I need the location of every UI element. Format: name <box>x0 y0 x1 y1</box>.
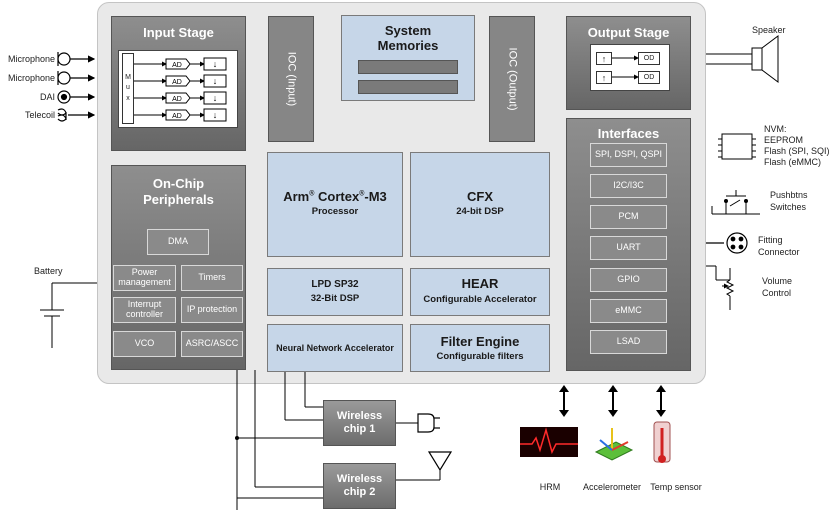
mux-letter: x <box>126 94 130 102</box>
telecoil-label: Telecoil <box>25 110 55 120</box>
memory-bank <box>358 60 458 74</box>
up-arrow-icon: ↑ <box>596 52 612 65</box>
interfaces-title: Interfaces <box>597 126 660 141</box>
cfx-block: CFX 24-bit DSP <box>410 152 550 257</box>
ip-protection-block: IP protection <box>181 297 243 323</box>
interface-item-lsad: LSAD <box>590 330 667 354</box>
microphone-icon <box>57 52 71 66</box>
speaker-icon <box>706 35 779 83</box>
interface-item-uart: UART <box>590 236 667 260</box>
input-stage-title: Input Stage <box>143 25 214 40</box>
wireless-wiring <box>236 370 441 510</box>
nvm-chip-icon <box>718 133 756 160</box>
dai-label: DAI <box>40 92 55 102</box>
system-memories-title: System Memories <box>377 23 439 53</box>
fitting-connector-icon <box>706 232 748 254</box>
interface-item-spi: SPI, DSPI, QSPI <box>590 143 667 167</box>
filter-engine-title: Filter Engine <box>440 334 520 349</box>
hear-subtitle: Configurable Accelerator <box>423 294 537 305</box>
battery-label: Battery <box>34 266 63 276</box>
interface-item-i2c: I2C/I3C <box>590 174 667 198</box>
ad-label: AD <box>172 79 182 86</box>
down-arrow-icon: ↓ <box>213 59 218 69</box>
interrupt-controller-block: Interrupt controller <box>113 297 176 323</box>
hrm-icon <box>520 427 578 457</box>
mux-block: M u x <box>122 53 134 124</box>
ad-label: AD <box>172 113 182 120</box>
output-stage-block: Output Stage <box>566 16 691 110</box>
ad-label: AD <box>172 62 182 69</box>
cfx-title: CFX <box>467 189 493 204</box>
power-management-block: Power management <box>113 265 176 291</box>
fitting-label: Connector <box>758 247 800 257</box>
input-devices <box>57 52 96 122</box>
interface-item-pcm: PCM <box>590 205 667 229</box>
mux-letter: u <box>126 84 130 92</box>
nvm-label: EEPROM <box>764 135 803 145</box>
peripherals-title: On-Chip Peripherals <box>143 176 214 208</box>
volume-control-icon <box>706 265 735 310</box>
lpdsp32-subtitle: 32-Bit DSP <box>310 293 360 304</box>
ioc-output-block: IOC (Output) <box>489 16 535 142</box>
lpdsp32-title: LPD SP32 <box>311 279 359 290</box>
interface-item-emmc: eMMC <box>590 299 667 323</box>
down-arrow-icon: ↓ <box>213 93 218 103</box>
microphone-label: Microphone <box>8 54 55 64</box>
connector-icon <box>417 413 440 433</box>
microphone-icon <box>57 71 71 85</box>
ioc-input-block: IOC (Input) <box>268 16 314 142</box>
ad-label: AD <box>172 96 182 103</box>
nvm-label: Flash (SPI, SQI) <box>764 146 830 156</box>
lpdsp32-block: LPD SP32 32-Bit DSP <box>267 268 403 316</box>
down-arrow-icon: ↓ <box>213 76 218 86</box>
pushbtns-label: Pushbtns <box>770 190 808 200</box>
output-stage-title: Output Stage <box>587 25 670 40</box>
nna-title: Neural Network Accelerator <box>276 343 394 353</box>
timers-block: Timers <box>181 265 243 291</box>
arm-cortex-title: Arm® Cortex®-M3 <box>283 189 387 204</box>
speaker-label: Speaker <box>752 25 786 35</box>
cfx-subtitle: 24-bit DSP <box>456 206 504 217</box>
down-arrow-icon: ↓ <box>213 110 218 120</box>
up-arrow-icon: ↑ <box>596 71 612 84</box>
memory-bank <box>358 80 458 94</box>
antenna-icon <box>427 451 453 472</box>
nvm-label: NVM: <box>764 124 787 134</box>
dma-block: DMA <box>147 229 209 255</box>
nvm-label: Flash (eMMC) <box>764 157 821 167</box>
volume-label: Volume <box>762 276 792 286</box>
accelerometer-label: Accelerometer <box>583 482 641 492</box>
interface-item-gpio: GPIO <box>590 268 667 292</box>
hear-block: HEAR Configurable Accelerator <box>410 268 550 316</box>
ad-converters <box>165 57 227 122</box>
nna-block: Neural Network Accelerator <box>267 324 403 372</box>
pushbutton-icon <box>711 190 760 215</box>
volume-label: Control <box>762 288 791 298</box>
arm-cortex-subtitle: Processor <box>311 206 359 217</box>
sensor-arrows <box>563 390 662 412</box>
asrc-block: ASRC/ASCC <box>181 331 243 357</box>
mux-letter: M <box>125 73 131 81</box>
od-block: OD <box>638 52 660 65</box>
fitting-label: Fitting <box>758 235 783 245</box>
pushbtns-label: Switches <box>770 202 807 212</box>
hear-title: HEAR <box>461 276 499 291</box>
hrm-label: HRM <box>540 482 561 492</box>
filter-engine-subtitle: Configurable filters <box>436 351 524 362</box>
vco-block: VCO <box>113 331 176 357</box>
input-stage-wiring <box>134 61 205 118</box>
temp-sensor-label: Temp sensor <box>650 482 702 492</box>
output-stage-wiring <box>612 55 639 80</box>
filter-engine-block: Filter Engine Configurable filters <box>410 324 550 372</box>
arm-cortex-block: Arm® Cortex®-M3 Processor <box>267 152 403 257</box>
microphone-label: Microphone <box>8 73 55 83</box>
battery-icon <box>40 282 97 348</box>
telecoil-icon <box>57 108 67 122</box>
accelerometer-icon <box>594 428 634 461</box>
thermometer-icon <box>653 421 671 463</box>
